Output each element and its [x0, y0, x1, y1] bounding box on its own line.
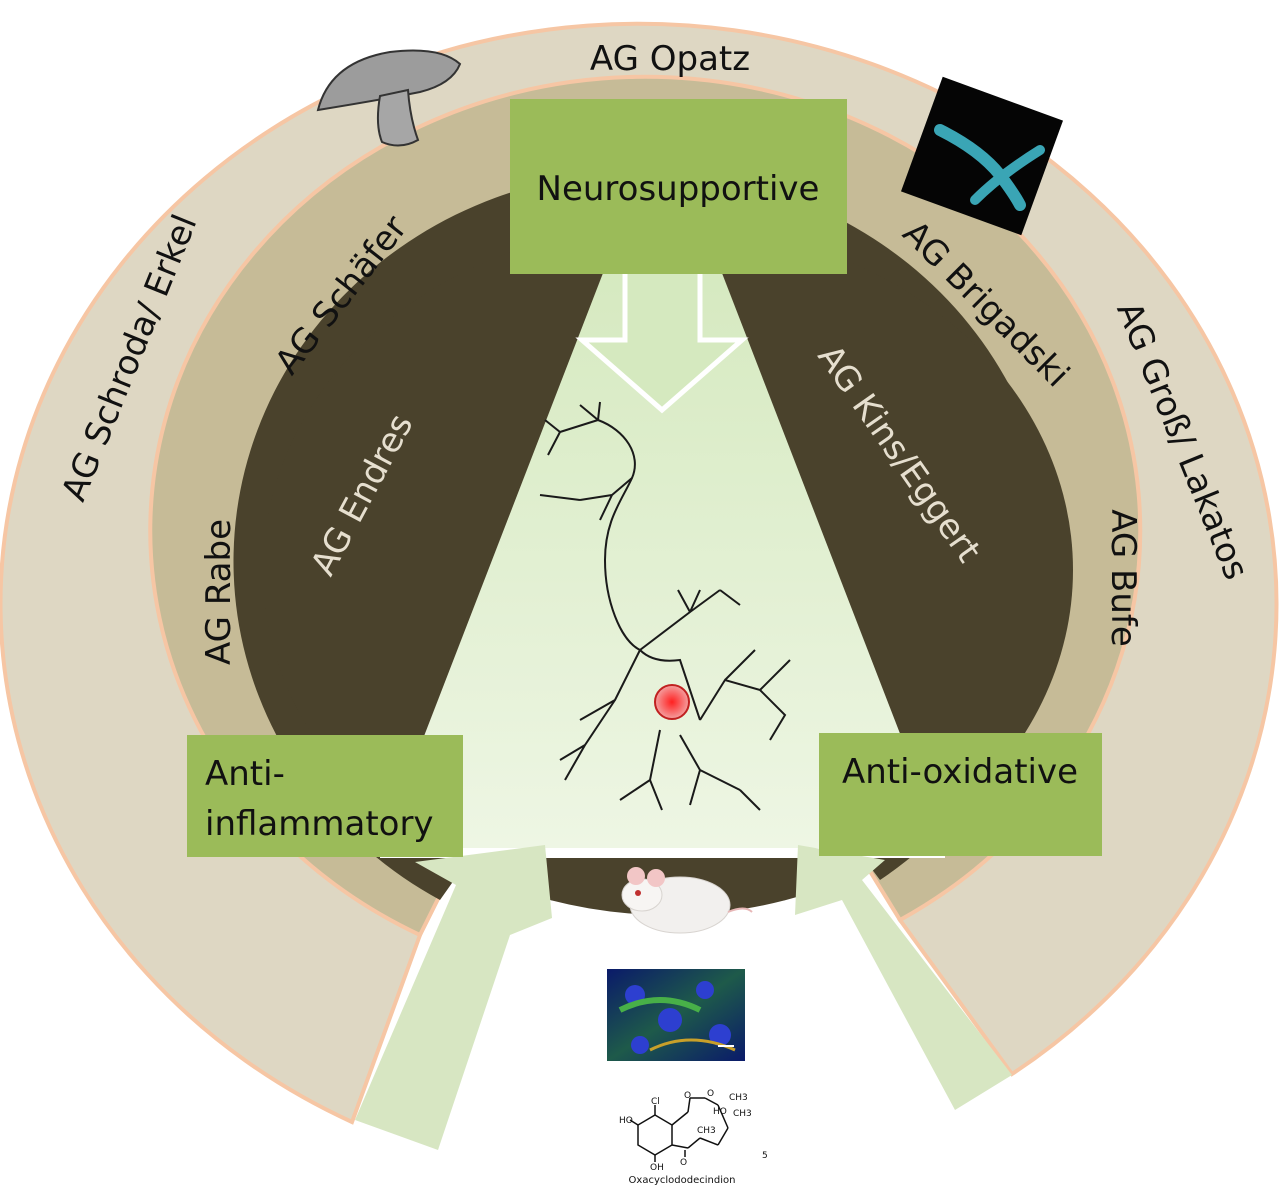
mouse-icon [621, 867, 753, 934]
neurosupportive-label: Neurosupportive [537, 169, 820, 209]
atom-o3: O [680, 1158, 687, 1168]
atom-o2: O [707, 1089, 714, 1099]
ring-size-label: 5 [762, 1151, 768, 1161]
atom-ch3-b: CH3 [733, 1109, 752, 1119]
mushroom-icon [316, 49, 462, 147]
left-up-arrow [355, 845, 552, 1150]
atom-ho: HO [619, 1116, 633, 1126]
atom-cl: Cl [651, 1097, 660, 1107]
cell-micrograph-icon [607, 969, 745, 1061]
anti-inflammatory-label-line1: Anti- [205, 754, 285, 794]
anti-inflammatory-label-line2: inflammatory [205, 804, 434, 844]
anti-inflammatory-box [187, 735, 463, 857]
molecule-name: Oxacyclododecindion [629, 1175, 736, 1186]
anti-oxidative-box [819, 733, 1102, 856]
atom-ch3-a: CH3 [729, 1093, 748, 1103]
label-ag-opatz: AG Opatz [590, 39, 750, 79]
label-ag-rabe: AG Rabe [199, 519, 239, 665]
central-triangle [380, 255, 945, 850]
molecule-structure: HO Cl OH O O HO CH3 CH3 CH3 O 5 Oxacyclo… [619, 1089, 768, 1186]
fiber-icon [900, 76, 1064, 236]
triangle-base [380, 848, 945, 858]
down-arrow [575, 267, 749, 414]
atom-oh: OH [650, 1163, 664, 1173]
atom-o1: O [684, 1091, 691, 1101]
label-ag-bufe: AG Bufe [1103, 509, 1143, 647]
atom-ch3-c: CH3 [697, 1126, 716, 1136]
anti-oxidative-label: Anti-oxidative [842, 752, 1078, 792]
neuron-icon [539, 401, 791, 811]
atom-ho2: HO [713, 1107, 727, 1117]
right-up-arrow [795, 845, 1012, 1110]
neurosupportive-box [510, 99, 847, 274]
